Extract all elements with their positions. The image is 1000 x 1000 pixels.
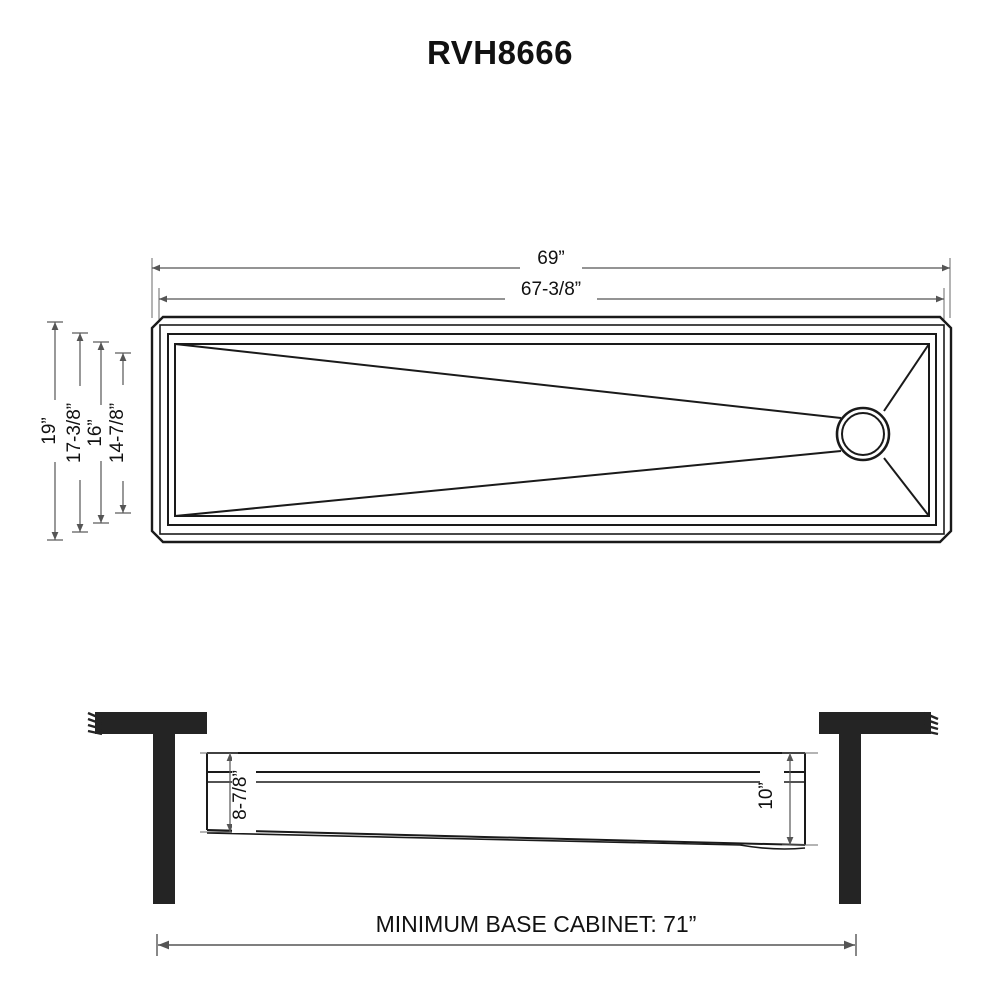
dimension-overall-width: 69” <box>152 247 950 272</box>
dimension-basin-depth: 16” <box>85 341 112 524</box>
cabinet-note-label: MINIMUM BASE CABINET: 71” <box>376 911 697 937</box>
cabinet-left <box>87 711 207 904</box>
dimension-label-rim-depth: 17-3/8” <box>64 403 85 463</box>
dimension-left-depth: 8-7/8” <box>200 752 256 833</box>
drain-opening <box>835 406 891 462</box>
sink-basin-opening <box>167 333 937 526</box>
dimension-label-overall-width: 69” <box>537 248 564 269</box>
top-view-group: 69” 67-3/8” 19” <box>39 247 953 544</box>
section-view-group: 8-7/8” 10” MINIMUM BASE CABINET: 71” <box>87 711 939 956</box>
cabinet-left-hatch <box>87 711 103 736</box>
dimension-bottom-depth: 14-7/8” <box>107 352 134 514</box>
dimension-label-right-depth: 10” <box>756 782 777 809</box>
cabinet-right <box>819 711 939 904</box>
dimension-cabinet-width <box>156 934 857 956</box>
sink-rim-line <box>159 324 945 535</box>
basin-slope-lines <box>174 343 930 517</box>
dimension-overall-depth: 19” <box>39 321 66 541</box>
dimension-label-overall-depth: 19” <box>39 417 60 444</box>
dimension-right-depth: 10” <box>756 752 818 846</box>
dimension-label-basin-depth: 16” <box>85 419 106 446</box>
sink-outer-edge <box>150 315 953 544</box>
dimension-label-left-depth: 8-7/8” <box>230 770 251 820</box>
cabinet-right-hatch <box>923 711 939 736</box>
depth-dimension-lines: 19” 17-3/8” <box>39 321 134 541</box>
dimension-rim-depth: 17-3/8” <box>64 332 91 533</box>
dimension-label-inner-width: 67-3/8” <box>521 279 581 300</box>
dimension-inner-width: 67-3/8” <box>159 278 944 303</box>
dimension-label-bottom-depth: 14-7/8” <box>107 403 128 463</box>
page-title: RVH8666 <box>427 34 573 71</box>
sink-section-profile <box>206 752 806 850</box>
sink-basin-floor <box>174 343 930 517</box>
